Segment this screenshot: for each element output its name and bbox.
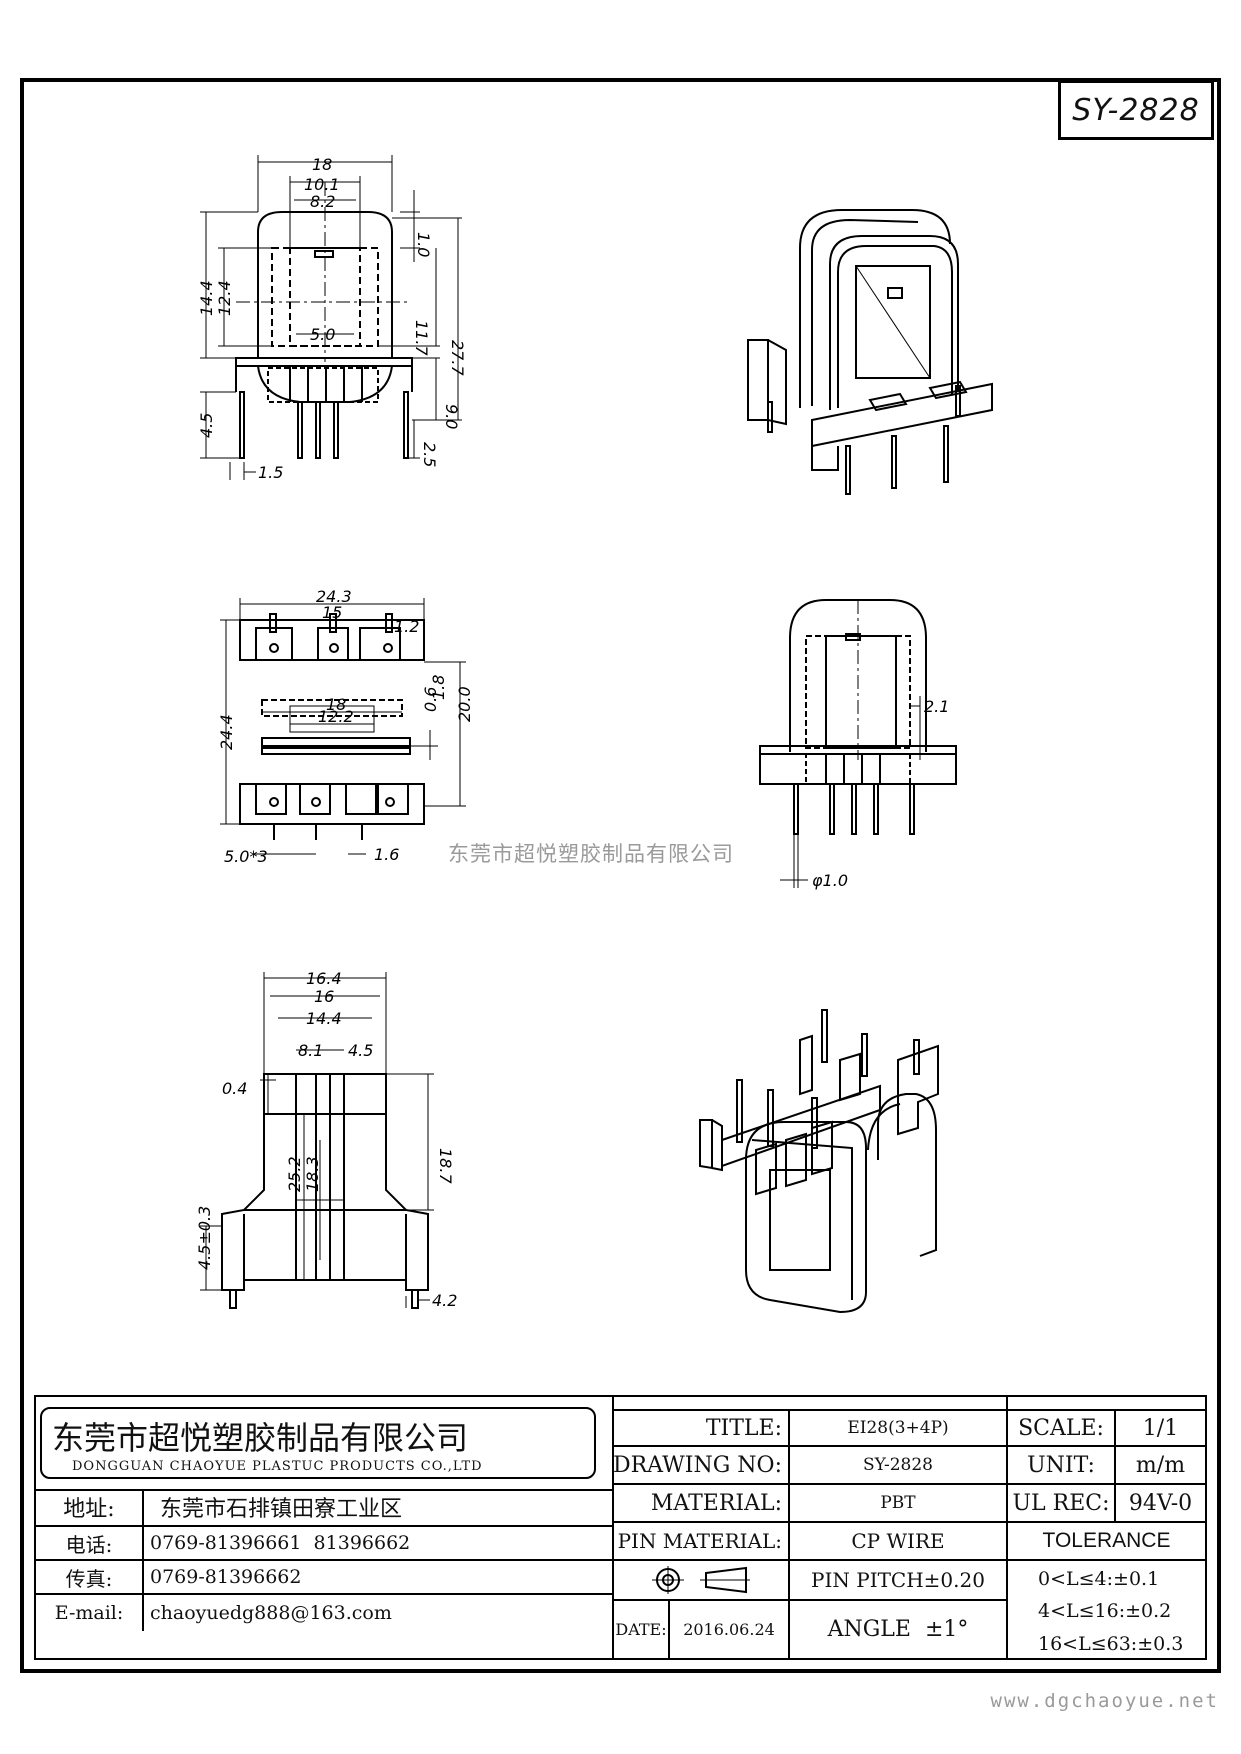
date-label: DATE: bbox=[614, 1601, 670, 1658]
drawing-code: SY-2828 bbox=[1072, 92, 1200, 128]
dim-label: 4.2 bbox=[432, 1291, 457, 1310]
title-label: TITLE: bbox=[614, 1409, 790, 1447]
dim-label: φ1.0 bbox=[812, 871, 848, 890]
dim-label: 18.3 bbox=[303, 1156, 322, 1192]
ul-rec-value: 94V-0 bbox=[1116, 1485, 1205, 1523]
address-label: 地址: bbox=[36, 1489, 144, 1527]
tolerance-label: TOLERANCE bbox=[1008, 1523, 1205, 1561]
projection-symbol-icon bbox=[614, 1561, 790, 1601]
dim-label: 20.0 bbox=[455, 686, 474, 722]
tolerance-table: 0<L≤4:±0.1 4<L≤16:±0.2 16<L≤63:±0.3 bbox=[1008, 1563, 1205, 1660]
dim-label: 4.5 bbox=[197, 413, 216, 438]
dim-label: 24.3 bbox=[316, 587, 352, 606]
pin-material-value: CP WIRE bbox=[790, 1523, 1006, 1561]
dim-label: 1.8 bbox=[429, 675, 448, 700]
dim-label: 14.4 bbox=[306, 1009, 342, 1028]
side-view bbox=[759, 599, 957, 888]
unit-value: m/m bbox=[1116, 1447, 1205, 1485]
material-label: MATERIAL: bbox=[614, 1485, 790, 1523]
bottom-view bbox=[220, 598, 466, 855]
dim-label: 0.6 bbox=[421, 687, 440, 712]
phone-label: 电话: bbox=[36, 1527, 144, 1561]
website-text: www.dgchaoyue.net bbox=[990, 1690, 1219, 1712]
company-name-en: DONGGUAN CHAOYUE PLASTUC PRODUCTS CO.,LT… bbox=[72, 1458, 483, 1474]
drawing-sheet-border bbox=[20, 78, 1221, 1673]
dim-label: 0.4 bbox=[222, 1079, 247, 1098]
tolerance-row: 16<L≤63:±0.3 bbox=[1038, 1632, 1184, 1655]
unit-label: UNIT: bbox=[1008, 1447, 1116, 1485]
pin-pitch: PIN PITCH±0.20 bbox=[790, 1561, 1006, 1601]
dim-label: 11.7 bbox=[412, 320, 431, 356]
front-view-dimensions: 18 10.1 8.2 1.0 11.7 27.7 14.4 12.4 5.0 … bbox=[197, 155, 467, 482]
fax-value: 0769-81396662 bbox=[144, 1561, 612, 1595]
dim-label: 1.0 bbox=[414, 232, 433, 257]
dim-label: 4.5 bbox=[348, 1041, 373, 1060]
dim-label: 24.4 bbox=[217, 714, 236, 750]
isometric-view-pins-up bbox=[699, 1009, 939, 1314]
dim-label: 18.7 bbox=[436, 1148, 455, 1184]
dim-label: 10.1 bbox=[304, 175, 340, 194]
pin-material-label: PIN MATERIAL: bbox=[614, 1523, 790, 1561]
dim-label: 1.6 bbox=[374, 845, 399, 864]
scale-value: 1/1 bbox=[1116, 1409, 1205, 1447]
front-view bbox=[200, 155, 462, 480]
dim-label: 1.2 bbox=[394, 617, 419, 636]
dim-label: 1.5 bbox=[258, 463, 283, 482]
drawing-no-value: SY-2828 bbox=[790, 1447, 1006, 1485]
drawing-no-label: DRAWING NO: bbox=[613, 1447, 790, 1485]
dim-label: 5.0*3 bbox=[224, 847, 268, 866]
dim-label: 18 bbox=[312, 155, 332, 174]
dim-label: 5.0 bbox=[310, 325, 335, 344]
dim-label: 2.5 bbox=[420, 442, 439, 467]
angle-tolerance: ANGLE ±1° bbox=[827, 1617, 969, 1642]
dim-label: 16 bbox=[314, 987, 334, 1006]
fax-label: 传真: bbox=[36, 1561, 144, 1595]
bottom-view-dimensions: 24.3 15 1.2 24.4 18 12.2 0.6 1.8 20.0 5.… bbox=[217, 587, 474, 866]
top-view-dimensions: 16.4 16 14.4 8.1 4.5 0.4 18.7 25.2 18.3 … bbox=[195, 969, 457, 1310]
scale-label: SCALE: bbox=[1008, 1409, 1116, 1447]
dim-label: 8.1 bbox=[298, 1041, 323, 1060]
dim-label: 12.2 bbox=[318, 707, 354, 726]
side-view-dimensions: 2.1 φ1.0 bbox=[812, 697, 949, 890]
company-name-box: 东莞市超悦塑胶制品有限公司 DONGGUAN CHAOYUE PLASTUC P… bbox=[40, 1407, 596, 1479]
dim-label: 27.7 bbox=[448, 340, 467, 376]
ul-rec-label: UL REC: bbox=[1008, 1485, 1116, 1523]
phone-value: 0769-81396661 81396662 bbox=[144, 1527, 612, 1561]
dim-label: 18 bbox=[326, 695, 346, 714]
tolerance-row: 4<L≤16:±0.2 bbox=[1038, 1600, 1172, 1623]
tolerance-row: 0<L≤4:±0.1 bbox=[1038, 1568, 1160, 1591]
dim-label: 16.4 bbox=[306, 969, 342, 988]
divider bbox=[612, 1397, 614, 1660]
divider bbox=[1006, 1397, 1008, 1660]
isometric-view-front bbox=[747, 209, 993, 495]
drawing-code-box: SY-2828 bbox=[1058, 80, 1214, 140]
dim-label: 15 bbox=[322, 603, 342, 622]
watermark-text: 东莞市超悦塑胶制品有限公司 bbox=[448, 842, 734, 866]
contact-table bbox=[36, 1489, 612, 1662]
dim-label: 9.0 bbox=[442, 404, 461, 429]
dim-label: 4.5±0.3 bbox=[195, 1206, 214, 1270]
dim-label: 8.2 bbox=[310, 192, 335, 211]
title-value: EI28(3+4P) bbox=[790, 1409, 1006, 1447]
company-name-cn: 东莞市超悦塑胶制品有限公司 bbox=[52, 1418, 469, 1457]
material-value: PBT bbox=[790, 1485, 1006, 1523]
email-label: E-mail: bbox=[36, 1595, 144, 1631]
dim-label: 14.4 bbox=[197, 280, 216, 316]
dim-label: 12.4 bbox=[215, 280, 234, 316]
dim-label: 25.2 bbox=[285, 1156, 304, 1192]
address-value: 东莞市石排镇田寮工业区 bbox=[144, 1489, 612, 1527]
top-view bbox=[200, 972, 434, 1309]
date-value: 2016.06.24 bbox=[670, 1601, 790, 1658]
dim-label: 2.1 bbox=[924, 697, 949, 716]
title-block: 东莞市超悦塑胶制品有限公司 DONGGUAN CHAOYUE PLASTUC P… bbox=[34, 1395, 1207, 1660]
email-value: chaoyuedg888@163.com bbox=[150, 1602, 392, 1624]
technical-drawing-views: 18 10.1 8.2 1.0 11.7 27.7 14.4 12.4 5.0 … bbox=[195, 155, 993, 1314]
